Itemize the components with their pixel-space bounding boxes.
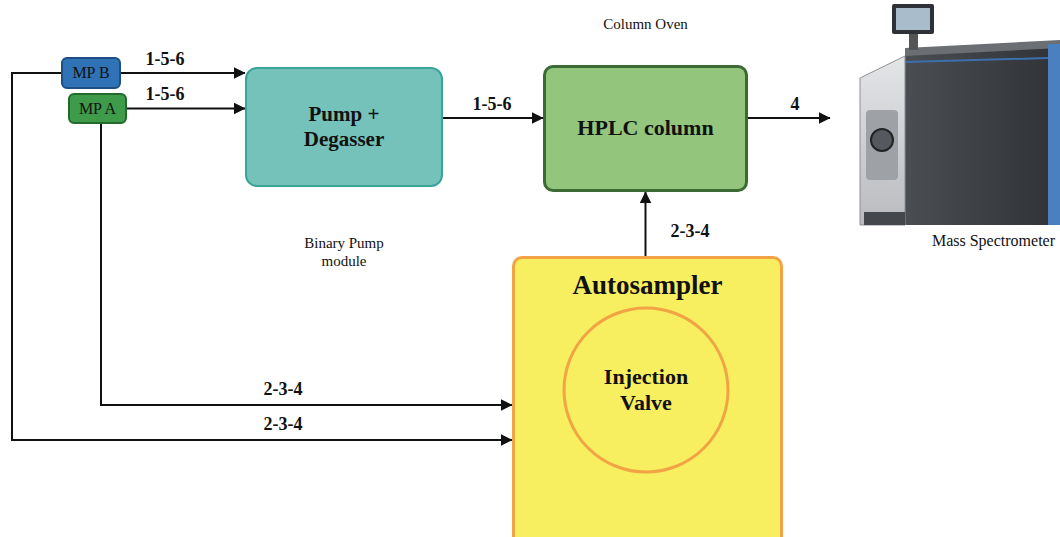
node-label: Column Oven bbox=[566, 15, 726, 33]
flow-arrow bbox=[127, 108, 245, 110]
flow-label: 1-5-6 bbox=[144, 50, 187, 70]
monitor-stand bbox=[909, 32, 918, 50]
flow-arrow bbox=[748, 117, 830, 119]
column-box: Column OvenHPLC column bbox=[543, 65, 748, 192]
instrument-base bbox=[864, 212, 905, 225]
pump-box: Pump + DegasserBinary Pump module bbox=[245, 67, 443, 187]
flow-label: 2-3-4 bbox=[262, 380, 305, 400]
valve-circle bbox=[564, 308, 728, 472]
instrument-top bbox=[905, 40, 1060, 56]
flow-label: 4 bbox=[789, 95, 802, 115]
flow-label: 1-5-6 bbox=[144, 85, 187, 105]
flow-label: 1-5-6 bbox=[471, 95, 514, 115]
monitor-screen bbox=[896, 8, 930, 30]
node-label: MP A bbox=[79, 99, 116, 118]
mobile-phase-box: MP A bbox=[68, 93, 127, 124]
node-label: Injection Valve bbox=[604, 364, 688, 417]
instrument-panel bbox=[866, 110, 898, 180]
node-label: MP B bbox=[72, 63, 109, 82]
node-caption: HPLC column bbox=[577, 115, 713, 141]
flow-label: 2-3-4 bbox=[669, 222, 712, 242]
injection-valve: Injection Valve bbox=[561, 305, 731, 475]
flow-label: 2-3-4 bbox=[262, 415, 305, 435]
node-label: Autosampler bbox=[573, 269, 723, 301]
node-caption: Binary Pump module bbox=[289, 234, 399, 270]
autosampler-box: AutosamplerInjection Valve bbox=[512, 256, 783, 537]
instrument-port bbox=[871, 129, 893, 151]
instrument-front bbox=[860, 56, 905, 225]
instrument-stripe bbox=[1048, 44, 1060, 225]
flow-arrow bbox=[121, 72, 245, 74]
mass-spectrometer: Mass Spectrometer bbox=[830, 0, 1060, 255]
node-label: Pump + Degasser bbox=[304, 102, 384, 152]
node-label: Mass Spectrometer bbox=[932, 231, 1055, 250]
instrument-trim bbox=[905, 58, 1048, 62]
flow-arrow bbox=[443, 117, 543, 119]
instrument-body bbox=[905, 48, 1060, 225]
monitor bbox=[892, 4, 934, 34]
flow-arrow bbox=[645, 192, 647, 256]
mobile-phase-box: MP B bbox=[61, 57, 121, 89]
